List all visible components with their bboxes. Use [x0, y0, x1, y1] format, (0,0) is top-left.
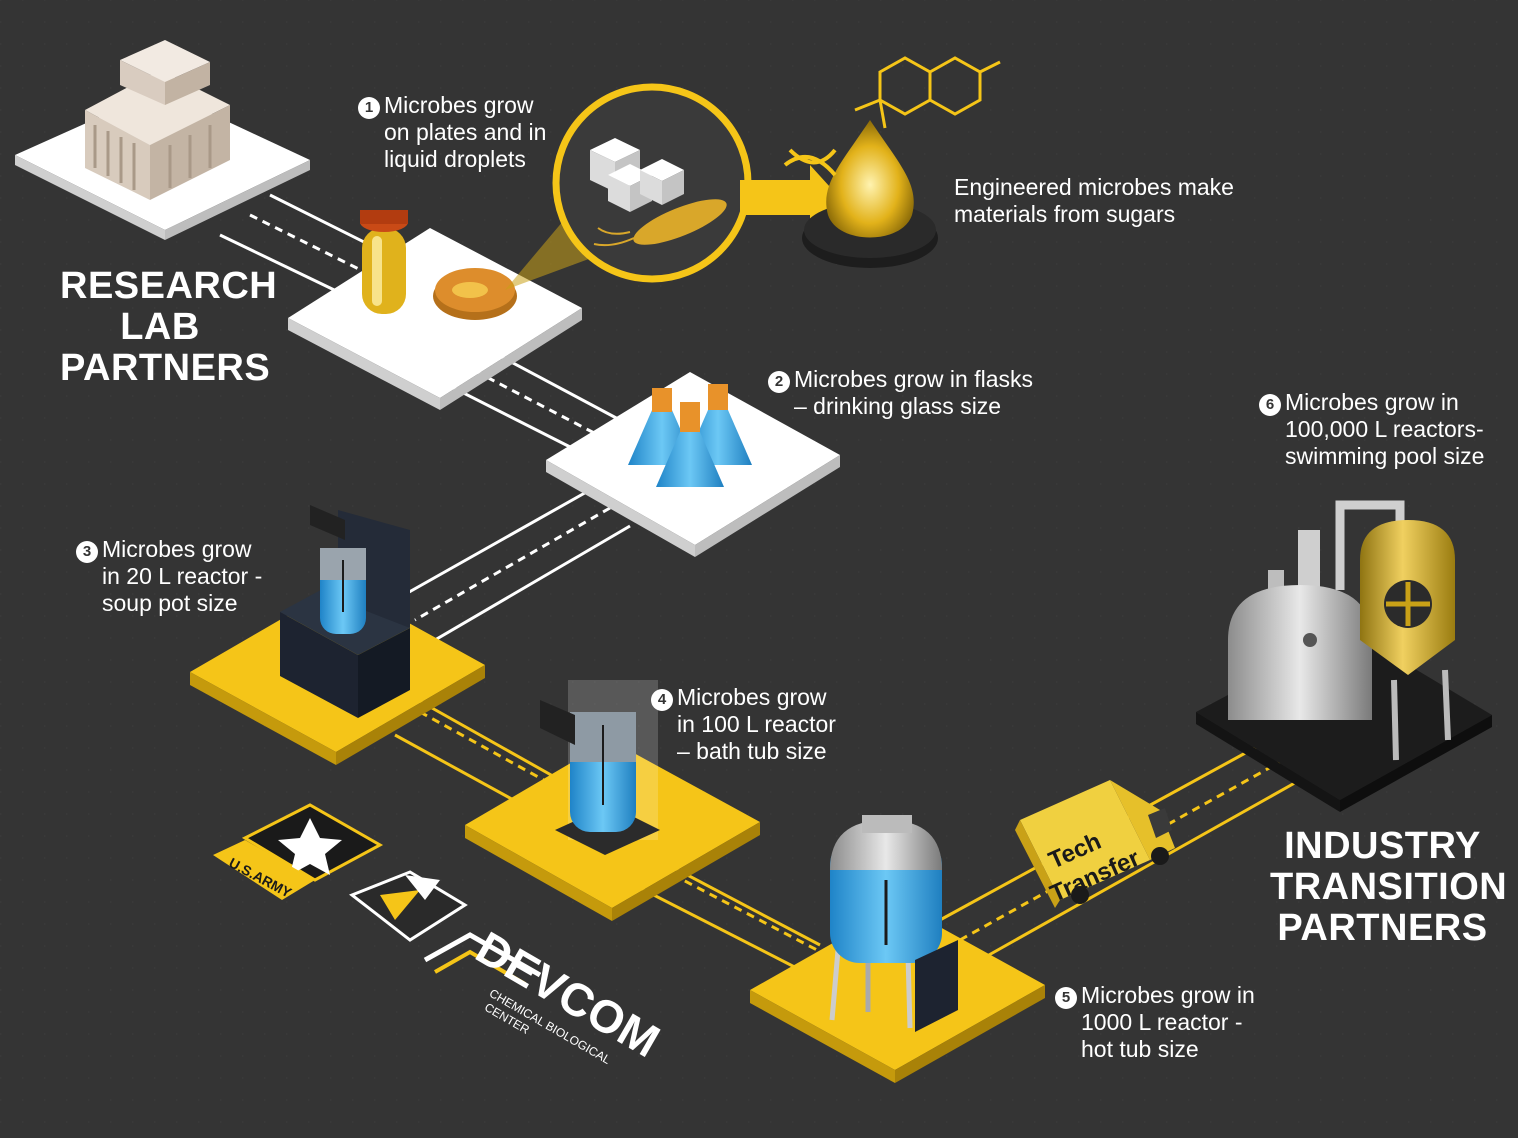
industrial-reactor-icon [1228, 500, 1455, 761]
step-text: on plates and in [384, 119, 547, 145]
step-number-badge: 5 [1055, 987, 1077, 1009]
engineered-microbes-label: Engineered microbes make materials from … [954, 174, 1234, 228]
step-text: Microbes grow [677, 684, 827, 710]
reactor-20l-icon [280, 505, 410, 718]
heading-line: LAB [120, 306, 200, 348]
step-text: in 100 L reactor [677, 711, 836, 737]
step-number-badge: 6 [1259, 394, 1281, 416]
step-text: Microbes grow in [1081, 982, 1255, 1008]
step1-platform [288, 228, 582, 410]
petri-dish-icon [433, 268, 517, 320]
step-text: Microbes grow in [1285, 389, 1459, 415]
step-text: – bath tub size [677, 738, 827, 764]
step-text: soup pot size [102, 590, 238, 616]
material-droplet-icon [783, 56, 1001, 268]
step-text: Microbes grow [384, 92, 534, 118]
step-number-badge: 3 [76, 541, 98, 563]
step-number-badge: 1 [358, 97, 380, 119]
devcom-emblem-icon [349, 870, 468, 942]
step-text: swimming pool size [1285, 443, 1485, 469]
heading-line: PARTNERS [1277, 907, 1488, 949]
reactor-1000l-icon [829, 815, 958, 1032]
caption-text: materials from sugars [954, 201, 1176, 227]
test-tube-icon [360, 210, 408, 314]
step-text: hot tub size [1081, 1036, 1199, 1062]
heading-line: INDUSTRY [1284, 825, 1481, 867]
step-text: – drinking glass size [794, 393, 1002, 419]
heading-line: TRANSITION [1270, 866, 1508, 908]
industry-transition-partners-heading: INDUSTRY TRANSITION PARTNERS [1270, 825, 1508, 949]
heading-line: RESEARCH [60, 265, 278, 307]
research-lab-partners-heading: RESEARCH LAB PARTNERS [60, 265, 278, 389]
step-text: in 20 L reactor - [102, 563, 263, 589]
tech-transfer-truck-icon: Tech Transfer [1015, 780, 1175, 908]
heading-line: PARTNERS [60, 347, 271, 389]
microbe-zoom-circle [552, 83, 752, 283]
step-text: liquid droplets [384, 146, 526, 172]
step-text: 100,000 L reactors- [1285, 416, 1484, 442]
step-text: 1000 L reactor - [1081, 1009, 1243, 1035]
step-text: Microbes grow [102, 536, 252, 562]
reactor-100l-icon [540, 680, 660, 855]
step-number-badge: 4 [651, 689, 673, 711]
step-text: Microbes grow in flasks [794, 366, 1034, 392]
arrow-icon [740, 165, 840, 230]
research-building-icon [85, 40, 230, 200]
step5-platform [750, 905, 1045, 1083]
devcom-logo: DEVCOM CHEMICAL BIOLOGICAL CENTER [423, 921, 668, 1067]
caption-text: Engineered microbes make [954, 174, 1234, 200]
flask-icons [628, 384, 752, 487]
us-army-logo: U.S.ARMY [213, 803, 384, 901]
step-number-badge: 2 [768, 371, 790, 393]
